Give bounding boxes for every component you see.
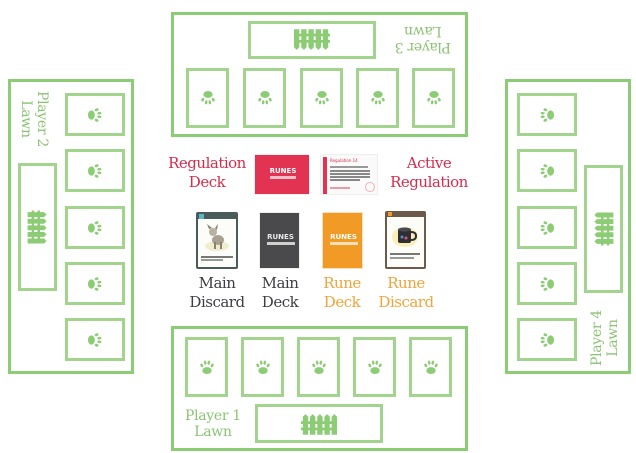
player-3-label: Player 3 Lawn (378, 19, 468, 59)
paw-icon (86, 219, 104, 237)
paw-icon (256, 89, 274, 107)
player-1-card-slot[interactable] (409, 337, 452, 397)
player-4-card-slot[interactable] (517, 206, 577, 249)
paw-icon (86, 162, 104, 180)
player-1-card-slot[interactable] (185, 337, 228, 397)
player-3-card-slot[interactable] (186, 68, 229, 128)
player-1-card-slot[interactable] (353, 337, 396, 397)
paw-icon (369, 89, 387, 107)
active-regulation-card[interactable]: Regulation 14 (320, 154, 378, 195)
active-regulation-label-line2: Regulation (390, 173, 468, 191)
player-2-card-slot[interactable] (65, 262, 125, 305)
player-4-card-slot[interactable] (517, 93, 577, 136)
paw-icon (425, 89, 443, 107)
fence-icon (27, 211, 49, 244)
paw-icon (310, 358, 328, 376)
paw-icon (254, 358, 272, 376)
player-4-lawn-area: Player 4 Lawn (505, 79, 631, 374)
main-deck-label: Main Deck (245, 274, 315, 314)
player-2-card-slot[interactable] (65, 206, 125, 249)
active-regulation-card-title: Regulation 14 (330, 158, 358, 163)
player-2-lawn-slot[interactable] (18, 163, 57, 291)
paw-icon (422, 358, 440, 376)
active-regulation-label: Active Regulation (384, 154, 474, 196)
main-discard-label: Main Discard (182, 274, 252, 314)
regulation-deck-card[interactable]: RUNES (254, 154, 310, 195)
regulation-deck-label: Regulation Deck (162, 154, 252, 196)
player-1-label-line2: Lawn (194, 424, 232, 440)
rune-deck-label: Rune Deck (307, 274, 377, 314)
player-4-card-slot[interactable] (517, 149, 577, 192)
player-1-card-slot[interactable] (297, 337, 340, 397)
player-4-card-slot[interactable] (517, 262, 577, 305)
player-4-lawn-slot[interactable] (584, 165, 623, 293)
paw-icon (538, 162, 556, 180)
player-4-card-slot[interactable] (517, 318, 577, 361)
rune-deck-label-line2: Deck (323, 293, 361, 311)
player-2-label-line1: Player 2 (34, 90, 50, 148)
paw-icon (538, 106, 556, 124)
rune-discard-label: Rune Discard (370, 274, 442, 314)
player-3-lawn-area: Player 3 Lawn (171, 12, 468, 137)
player-1-label: Player 1 Lawn (178, 403, 248, 445)
main-deck-label-line1: Main (261, 274, 299, 292)
player-2-card-slot[interactable] (65, 93, 125, 136)
paw-icon (86, 331, 104, 349)
regulation-deck-label-line2: Deck (188, 173, 226, 191)
rune-discard-card[interactable] (385, 211, 426, 269)
player-1-label-line1: Player 1 (184, 408, 242, 424)
main-discard-label-line2: Discard (189, 293, 245, 311)
player-3-lawn-slot[interactable] (248, 21, 376, 59)
player-1-lawn-area: Player 1 Lawn (171, 326, 468, 451)
paw-icon (199, 89, 217, 107)
player-3-card-slot[interactable] (300, 68, 343, 128)
player-2-lawn-area: Player 2 Lawn (8, 79, 134, 374)
regulation-deck-label-line1: Regulation (168, 154, 246, 172)
paw-icon (538, 331, 556, 349)
player-3-card-slot[interactable] (412, 68, 455, 128)
fence-icon (593, 213, 615, 246)
main-discard-card[interactable] (196, 212, 238, 269)
paw-icon (366, 358, 384, 376)
player-1-lawn-slot[interactable] (255, 404, 383, 443)
player-2-label: Player 2 Lawn (9, 90, 59, 148)
rune-deck-card[interactable]: RUNES (322, 212, 363, 269)
dog-illustration (205, 224, 229, 251)
player-4-label: Player 4 Lawn (580, 310, 630, 366)
player-2-card-slot[interactable] (65, 149, 125, 192)
player-2-label-line2: Lawn (18, 100, 34, 138)
main-discard-label-line1: Main (198, 274, 236, 292)
paw-icon (313, 89, 331, 107)
player-2-card-slot[interactable] (65, 318, 125, 361)
fence-icon (301, 413, 337, 435)
player-3-label-line1: Player 3 (394, 39, 452, 55)
active-regulation-label-line1: Active (406, 154, 452, 172)
paw-icon (86, 106, 104, 124)
main-deck-label-line2: Deck (261, 293, 299, 311)
main-deck-card[interactable]: RUNES (259, 212, 300, 269)
runes-logo: RUNES (265, 233, 296, 248)
paw-icon (538, 275, 556, 293)
rune-discard-label-line2: Discard (378, 293, 434, 311)
fence-icon (294, 29, 330, 51)
paw-icon (198, 358, 216, 376)
paw-icon (538, 219, 556, 237)
rune-deck-label-line1: Rune (323, 274, 361, 292)
player-3-label-line2: Lawn (404, 23, 442, 39)
player-4-label-line1: Player 4 (589, 309, 605, 367)
paw-icon (86, 275, 104, 293)
player-1-card-slot[interactable] (241, 337, 284, 397)
player-3-card-slot[interactable] (356, 68, 399, 128)
mug-illustration (392, 227, 418, 247)
runes-logo: RUNES (328, 233, 359, 248)
runes-logo: RUNES (269, 167, 297, 182)
player-4-label-line2: Lawn (605, 319, 621, 357)
rune-discard-label-line1: Rune (387, 274, 425, 292)
player-3-card-slot[interactable] (243, 68, 286, 128)
